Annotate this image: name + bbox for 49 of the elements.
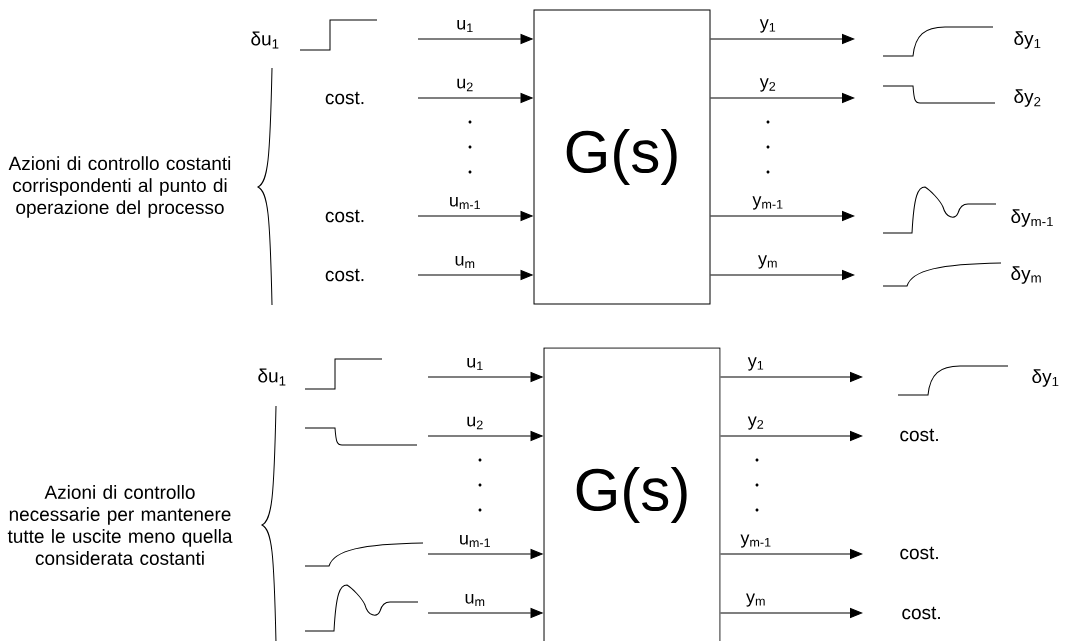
edge-label: y$_{m}$	[745, 592, 767, 608]
signal-label: cost.	[325, 209, 364, 223]
signal-label: cost.	[325, 268, 364, 282]
signal-label: δy$_{m-1}$	[1011, 209, 1053, 227]
edge-label: y$_{2}$	[758, 77, 778, 93]
signal-label: δy$_{1}$	[1032, 369, 1059, 387]
signal-label: cost.	[325, 91, 364, 105]
arrow	[417, 93, 533, 103]
arrow	[427, 549, 543, 559]
signal-label: cost.	[900, 428, 938, 442]
arrow	[720, 549, 863, 559]
signal-label: δu$_{1}$	[258, 368, 286, 386]
signal-label: δu$_{1}$	[251, 31, 279, 49]
edge-label: y$_{m-1}$	[739, 533, 773, 549]
edge-label: u$_{m}$	[453, 254, 477, 270]
edge-label: u$_{m}$	[463, 592, 487, 608]
edge-label: u$_{2}$	[455, 77, 475, 93]
edge-label: y$_{1}$	[746, 356, 766, 372]
edge-label: y$_{m}$	[757, 254, 779, 270]
signal-label: δy$_{m}$	[1011, 266, 1041, 284]
arrow	[427, 431, 543, 441]
arrow	[710, 93, 855, 103]
block-box: G(s)	[543, 347, 721, 641]
arrow	[720, 431, 863, 441]
block-box: G(s)	[533, 9, 711, 305]
edge-label: u$_{2}$	[465, 415, 485, 431]
edge-label: y$_{2}$	[746, 415, 766, 431]
signal-label: cost.	[900, 546, 938, 560]
arrow	[417, 34, 533, 44]
arrow	[417, 270, 533, 280]
description-text: Azioni di controllo costanti corrispondenti al punto di operazione del processo	[8, 156, 231, 218]
signal-label: cost.	[902, 606, 940, 620]
arrow	[427, 372, 543, 382]
signal-label: δy$_{1}$	[1014, 31, 1041, 49]
arrow	[417, 211, 533, 221]
arrow	[720, 608, 863, 618]
arrow	[427, 608, 543, 618]
edge-label: u$_{1}$	[455, 18, 475, 34]
edge-label: u$_{m-1}$	[447, 195, 483, 211]
arrow	[720, 372, 863, 382]
arrow	[710, 34, 855, 44]
edge-label: u$_{1}$	[465, 356, 485, 372]
edge-label: u$_{m-1}$	[457, 533, 493, 549]
signal-label: δy$_{2}$	[1014, 89, 1041, 107]
description-text: Azioni di controllo necessarie per mantenere tutte le uscite meno quella considerata costanti	[7, 485, 233, 565]
edge-label: y$_{1}$	[758, 18, 778, 34]
arrow	[710, 211, 855, 221]
arrow	[710, 270, 855, 280]
edge-label: y$_{m-1}$	[751, 195, 785, 211]
